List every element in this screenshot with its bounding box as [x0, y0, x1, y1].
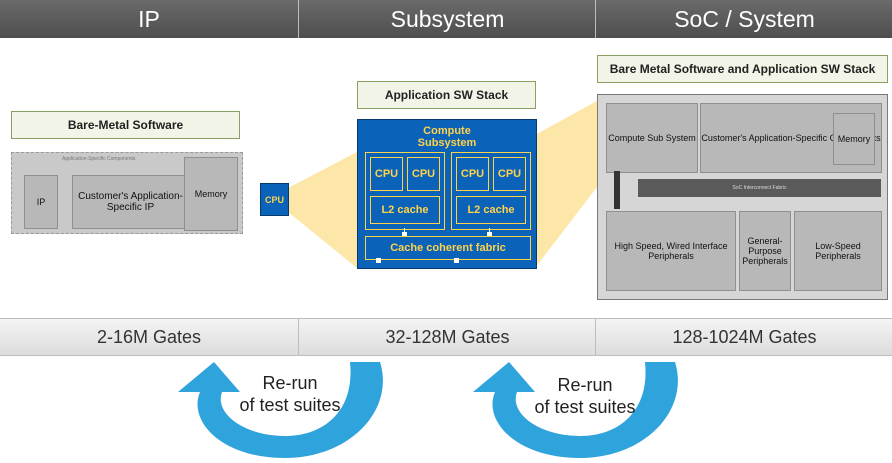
cpu-core: CPU: [493, 157, 526, 191]
soc-interconnect: SoC Interconnect Fabric: [638, 179, 881, 197]
gates-ip: 2-16M Gates: [0, 318, 298, 356]
header-subsystem: Subsystem: [298, 0, 596, 38]
soc-compute-subsystem: Compute Sub System: [606, 103, 698, 173]
subsystem-sw-label: Application SW Stack: [357, 81, 536, 109]
gates-subsystem: 32-128M Gates: [298, 318, 596, 356]
ip-memory-block: Memory: [184, 157, 238, 231]
l2-cache: L2 cache: [370, 196, 440, 224]
soc-memory-block: Memory: [833, 113, 875, 165]
ip-sw-label: Bare-Metal Software: [11, 111, 240, 139]
soc-sw-label: Bare Metal Software and Application SW S…: [597, 55, 888, 83]
ip-block: Application-Specific Components IP Custo…: [11, 152, 243, 234]
soc-highspeed-peripherals: High Speed, Wired Interface Peripherals: [606, 211, 736, 291]
soc-general-peripherals: General-Purpose Peripherals: [739, 211, 791, 291]
cpu-core: CPU: [370, 157, 403, 191]
cache-coherent-fabric: Cache coherent fabric: [365, 236, 531, 260]
ip-small-left: IP: [24, 175, 58, 229]
cpu-core: CPU: [407, 157, 440, 191]
soc-bus-arrow: [614, 171, 620, 209]
soc-block: Compute Sub System Customer's Applicatio…: [597, 94, 888, 300]
soc-lowspeed-peripherals: Low-Speed Peripherals: [794, 211, 882, 291]
cpu-cluster-left: CPU CPU L2 cache: [365, 152, 445, 230]
rerun-arrow-left: [178, 362, 383, 458]
single-cpu: CPU: [260, 183, 289, 216]
gates-soc: 128-1024M Gates: [595, 318, 892, 356]
header-ip: IP: [0, 0, 298, 38]
header-soc: SoC / System: [595, 0, 892, 38]
rerun-arrow-right: [473, 362, 678, 458]
l2-cache: L2 cache: [456, 196, 526, 224]
cpu-cluster-right: CPU CPU L2 cache: [451, 152, 531, 230]
cpu-core: CPU: [456, 157, 489, 191]
